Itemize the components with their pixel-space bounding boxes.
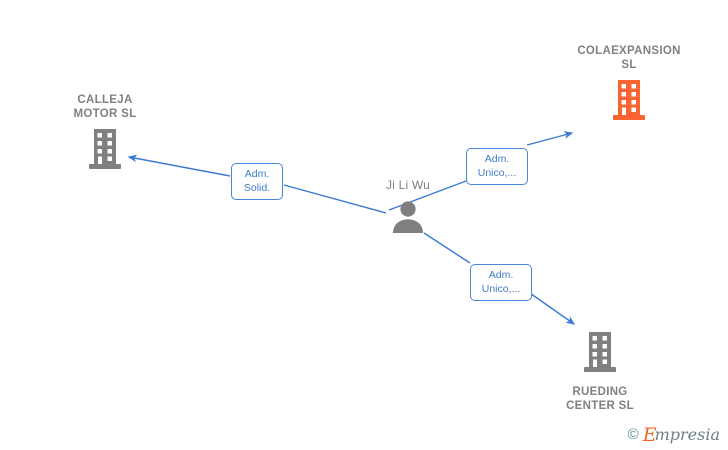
building-icon[interactable] (530, 330, 670, 379)
node-calleja-motor-label: CALLEJA MOTOR SL (73, 94, 137, 120)
brand-initial: E (642, 424, 657, 446)
node-colaexpansion[interactable]: COLAEXPANSION SL (559, 44, 699, 127)
edge-label-adm-unico-colaexpansion[interactable]: Adm. Unico,... (466, 148, 528, 185)
building-icon[interactable] (559, 72, 699, 127)
node-rueding-center-label: RUEDING CENTER SL (566, 386, 634, 412)
node-person-ji-li-wu[interactable]: Ji Li Wu (338, 178, 478, 240)
person-icon[interactable] (338, 192, 478, 240)
edge-label-adm-solid[interactable]: Adm. Solid. (231, 163, 283, 200)
node-colaexpansion-label: COLAEXPANSION SL (577, 45, 681, 71)
edge-label-adm-unico-rueding[interactable]: Adm. Unico,... (470, 264, 532, 301)
watermark-empresia: © E mpresia (627, 424, 720, 446)
brand-name: mpresia (654, 425, 720, 444)
edge-person-to-calleja (127, 154, 387, 214)
node-person-label: Ji Li Wu (385, 178, 431, 192)
node-rueding-center[interactable]: RUEDING CENTER SL (530, 330, 670, 413)
building-icon[interactable] (35, 121, 175, 176)
copyright-icon: © (627, 426, 639, 443)
node-calleja-motor[interactable]: CALLEJA MOTOR SL (35, 93, 175, 176)
edge-person-to-rueding (423, 232, 576, 325)
